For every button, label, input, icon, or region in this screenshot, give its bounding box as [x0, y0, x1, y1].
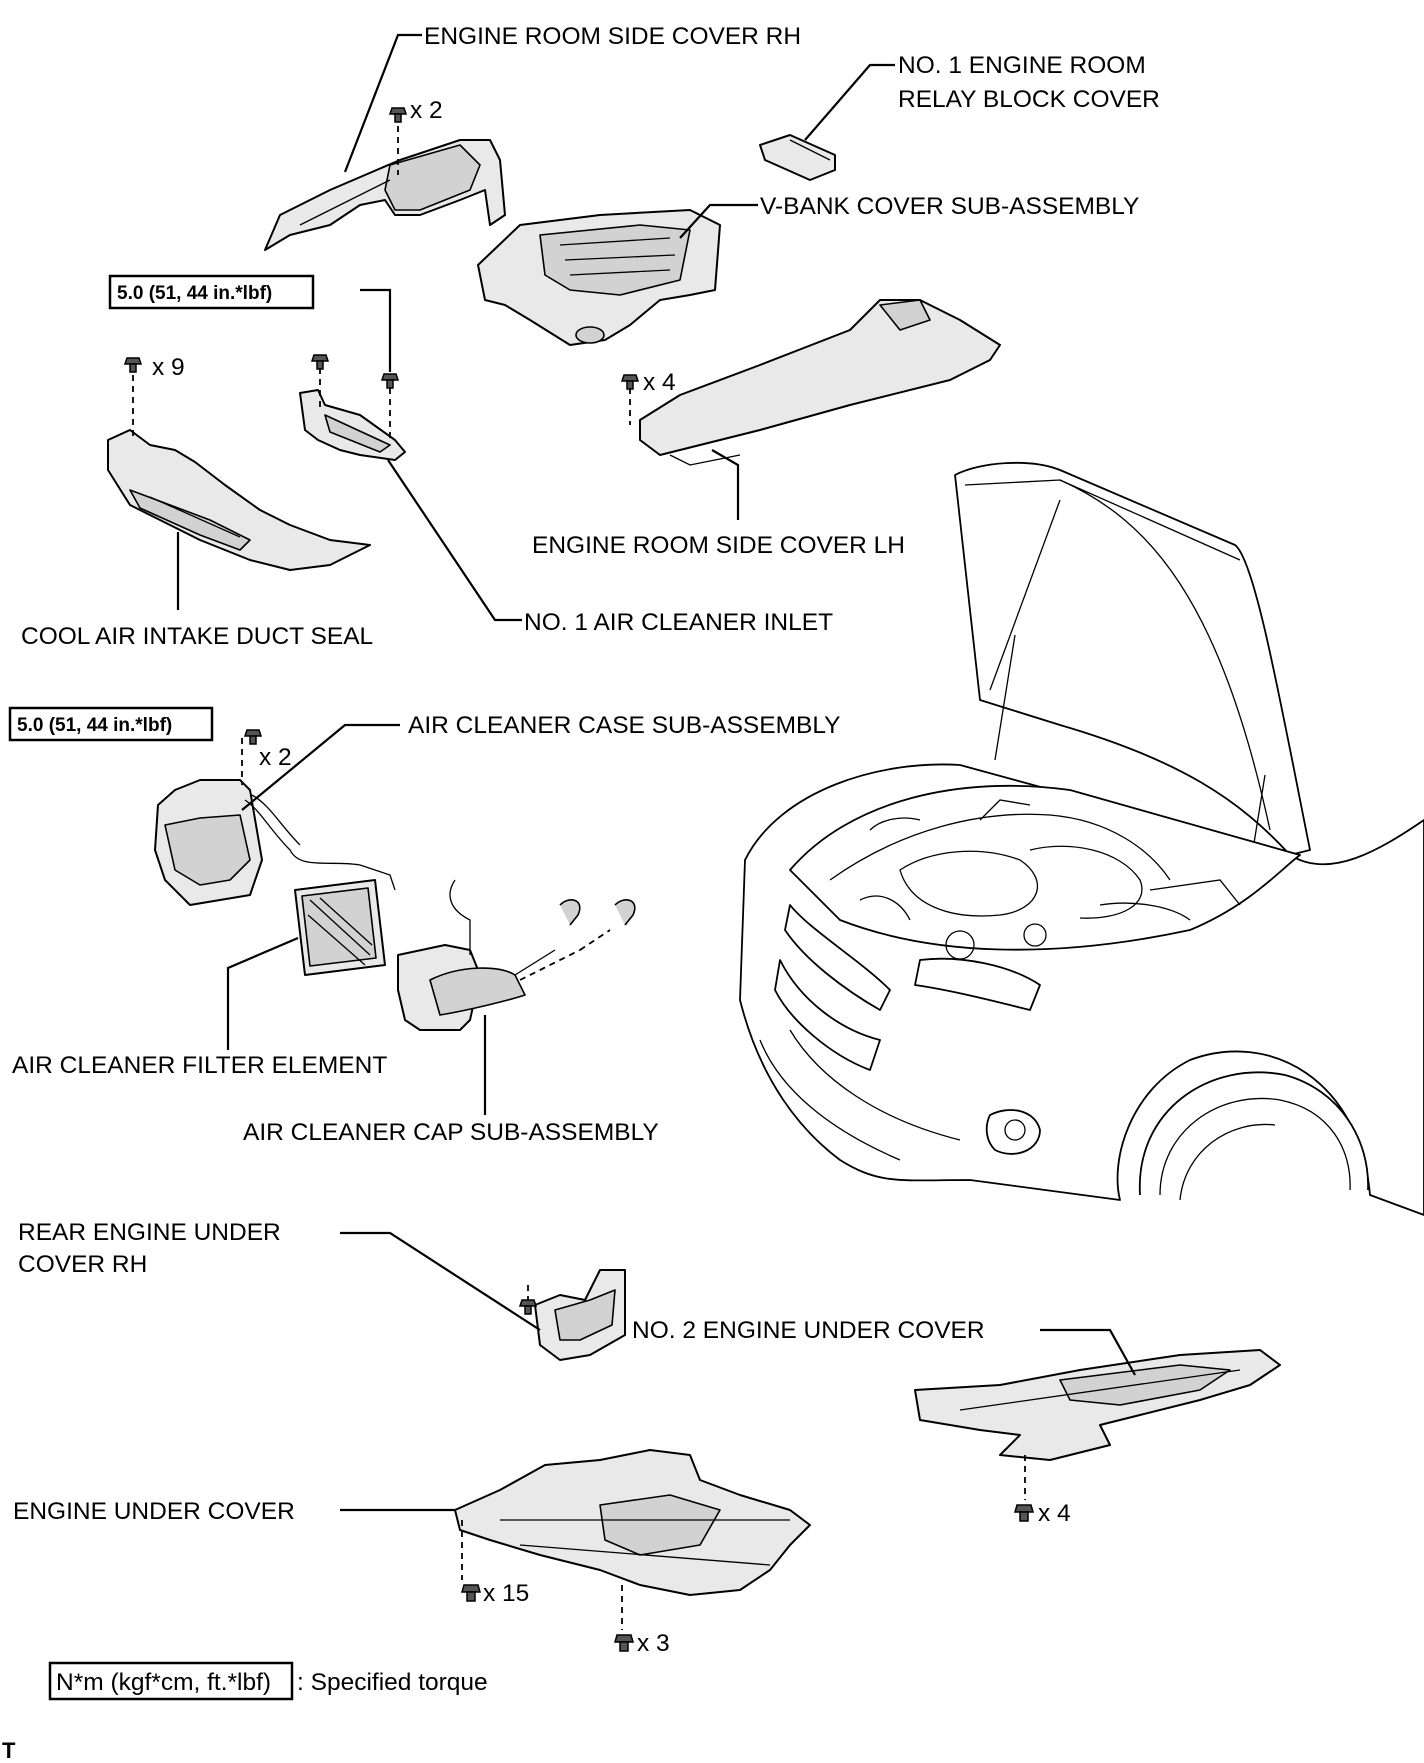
- bolt-icon: [388, 107, 408, 123]
- legend-box-text: N*m (kgf*cm, ft.*lbf): [56, 1669, 271, 1696]
- label-engine-room-side-cover-rh: ENGINE ROOM SIDE COVER RH: [424, 23, 801, 50]
- no1-relay-block-cover: [759, 134, 836, 181]
- clip-icon: [620, 374, 640, 390]
- qty-lh-cover-clips: x 4: [643, 369, 676, 396]
- air-cleaner-cap: [397, 879, 636, 1031]
- bolt-icon: [380, 373, 400, 389]
- air-cleaner-filter-element: [294, 879, 386, 976]
- label-cool-air-intake-duct-seal: COOL AIR INTAKE DUCT SEAL: [21, 623, 373, 650]
- car-illustration: [739, 461, 1424, 1216]
- bolt-icon: [243, 729, 263, 745]
- air-cleaner-case: [154, 729, 396, 906]
- torque-box-air-case: [8, 706, 214, 742]
- bolt-icon: [310, 354, 330, 370]
- label-air-cleaner-filter-element: AIR CLEANER FILTER ELEMENT: [12, 1052, 387, 1079]
- no1-air-cleaner-inlet: [299, 354, 406, 461]
- label-rear-engine-under-cover-line2: COVER RH: [18, 1251, 147, 1278]
- label-engine-room-side-cover-lh: ENGINE ROOM SIDE COVER LH: [532, 532, 905, 559]
- qty-air-case-bolts: x 2: [259, 744, 292, 771]
- label-air-cleaner-cap: AIR CLEANER CAP SUB-ASSEMBLY: [243, 1119, 659, 1146]
- rear-engine-under-cover-rh: [518, 1269, 626, 1361]
- v-bank-cover: [477, 209, 721, 346]
- label-air-cleaner-case: AIR CLEANER CASE SUB-ASSEMBLY: [408, 712, 841, 739]
- legend-box: [48, 1661, 294, 1701]
- torque-box-inlet: [108, 274, 315, 310]
- engine-room-side-cover-lh: [620, 299, 1001, 466]
- clip-icon: [123, 357, 143, 373]
- cool-air-intake-duct-seal: [107, 357, 371, 571]
- label-rear-engine-under-cover-line1: REAR ENGINE UNDER: [18, 1219, 281, 1246]
- label-relay-block-cover-line2: RELAY BLOCK COVER: [898, 86, 1160, 113]
- bolt-icon: [518, 1299, 538, 1315]
- torque-inlet-bolt: 5.0 (51, 44 in.*lbf): [117, 283, 272, 304]
- label-no1-air-cleaner-inlet: NO. 1 AIR CLEANER INLET: [524, 609, 833, 636]
- label-engine-under-cover: ENGINE UNDER COVER: [13, 1498, 295, 1525]
- label-no2-engine-under-cover: NO. 2 ENGINE UNDER COVER: [632, 1317, 985, 1344]
- bolt-icon: [1014, 1504, 1034, 1522]
- label-relay-block-cover-line1: NO. 1 ENGINE ROOM: [898, 52, 1146, 79]
- engine-under-cover: [454, 1449, 811, 1630]
- qty-rh-cover-bolts: x 2: [410, 97, 443, 124]
- qty-under-cover-bolts: x 15: [483, 1580, 529, 1607]
- bolt-icon: [614, 1634, 634, 1652]
- label-v-bank-cover: V-BANK COVER SUB-ASSEMBLY: [760, 193, 1139, 220]
- qty-under-cover-bolts-rear: x 3: [637, 1630, 670, 1657]
- qty-no2-under-cover-bolts: x 4: [1038, 1500, 1071, 1527]
- qty-duct-seal-clips: x 9: [152, 354, 185, 381]
- bolt-icon: [461, 1584, 481, 1602]
- corner-mark: T: [2, 1738, 16, 1763]
- torque-air-case-bolt: 5.0 (51, 44 in.*lbf): [17, 715, 172, 736]
- no2-engine-under-cover: [914, 1349, 1281, 1500]
- hose-clamp-icon: [559, 899, 636, 926]
- engine-room-side-cover-rh: [264, 107, 506, 251]
- legend-description: : Specified torque: [297, 1669, 488, 1696]
